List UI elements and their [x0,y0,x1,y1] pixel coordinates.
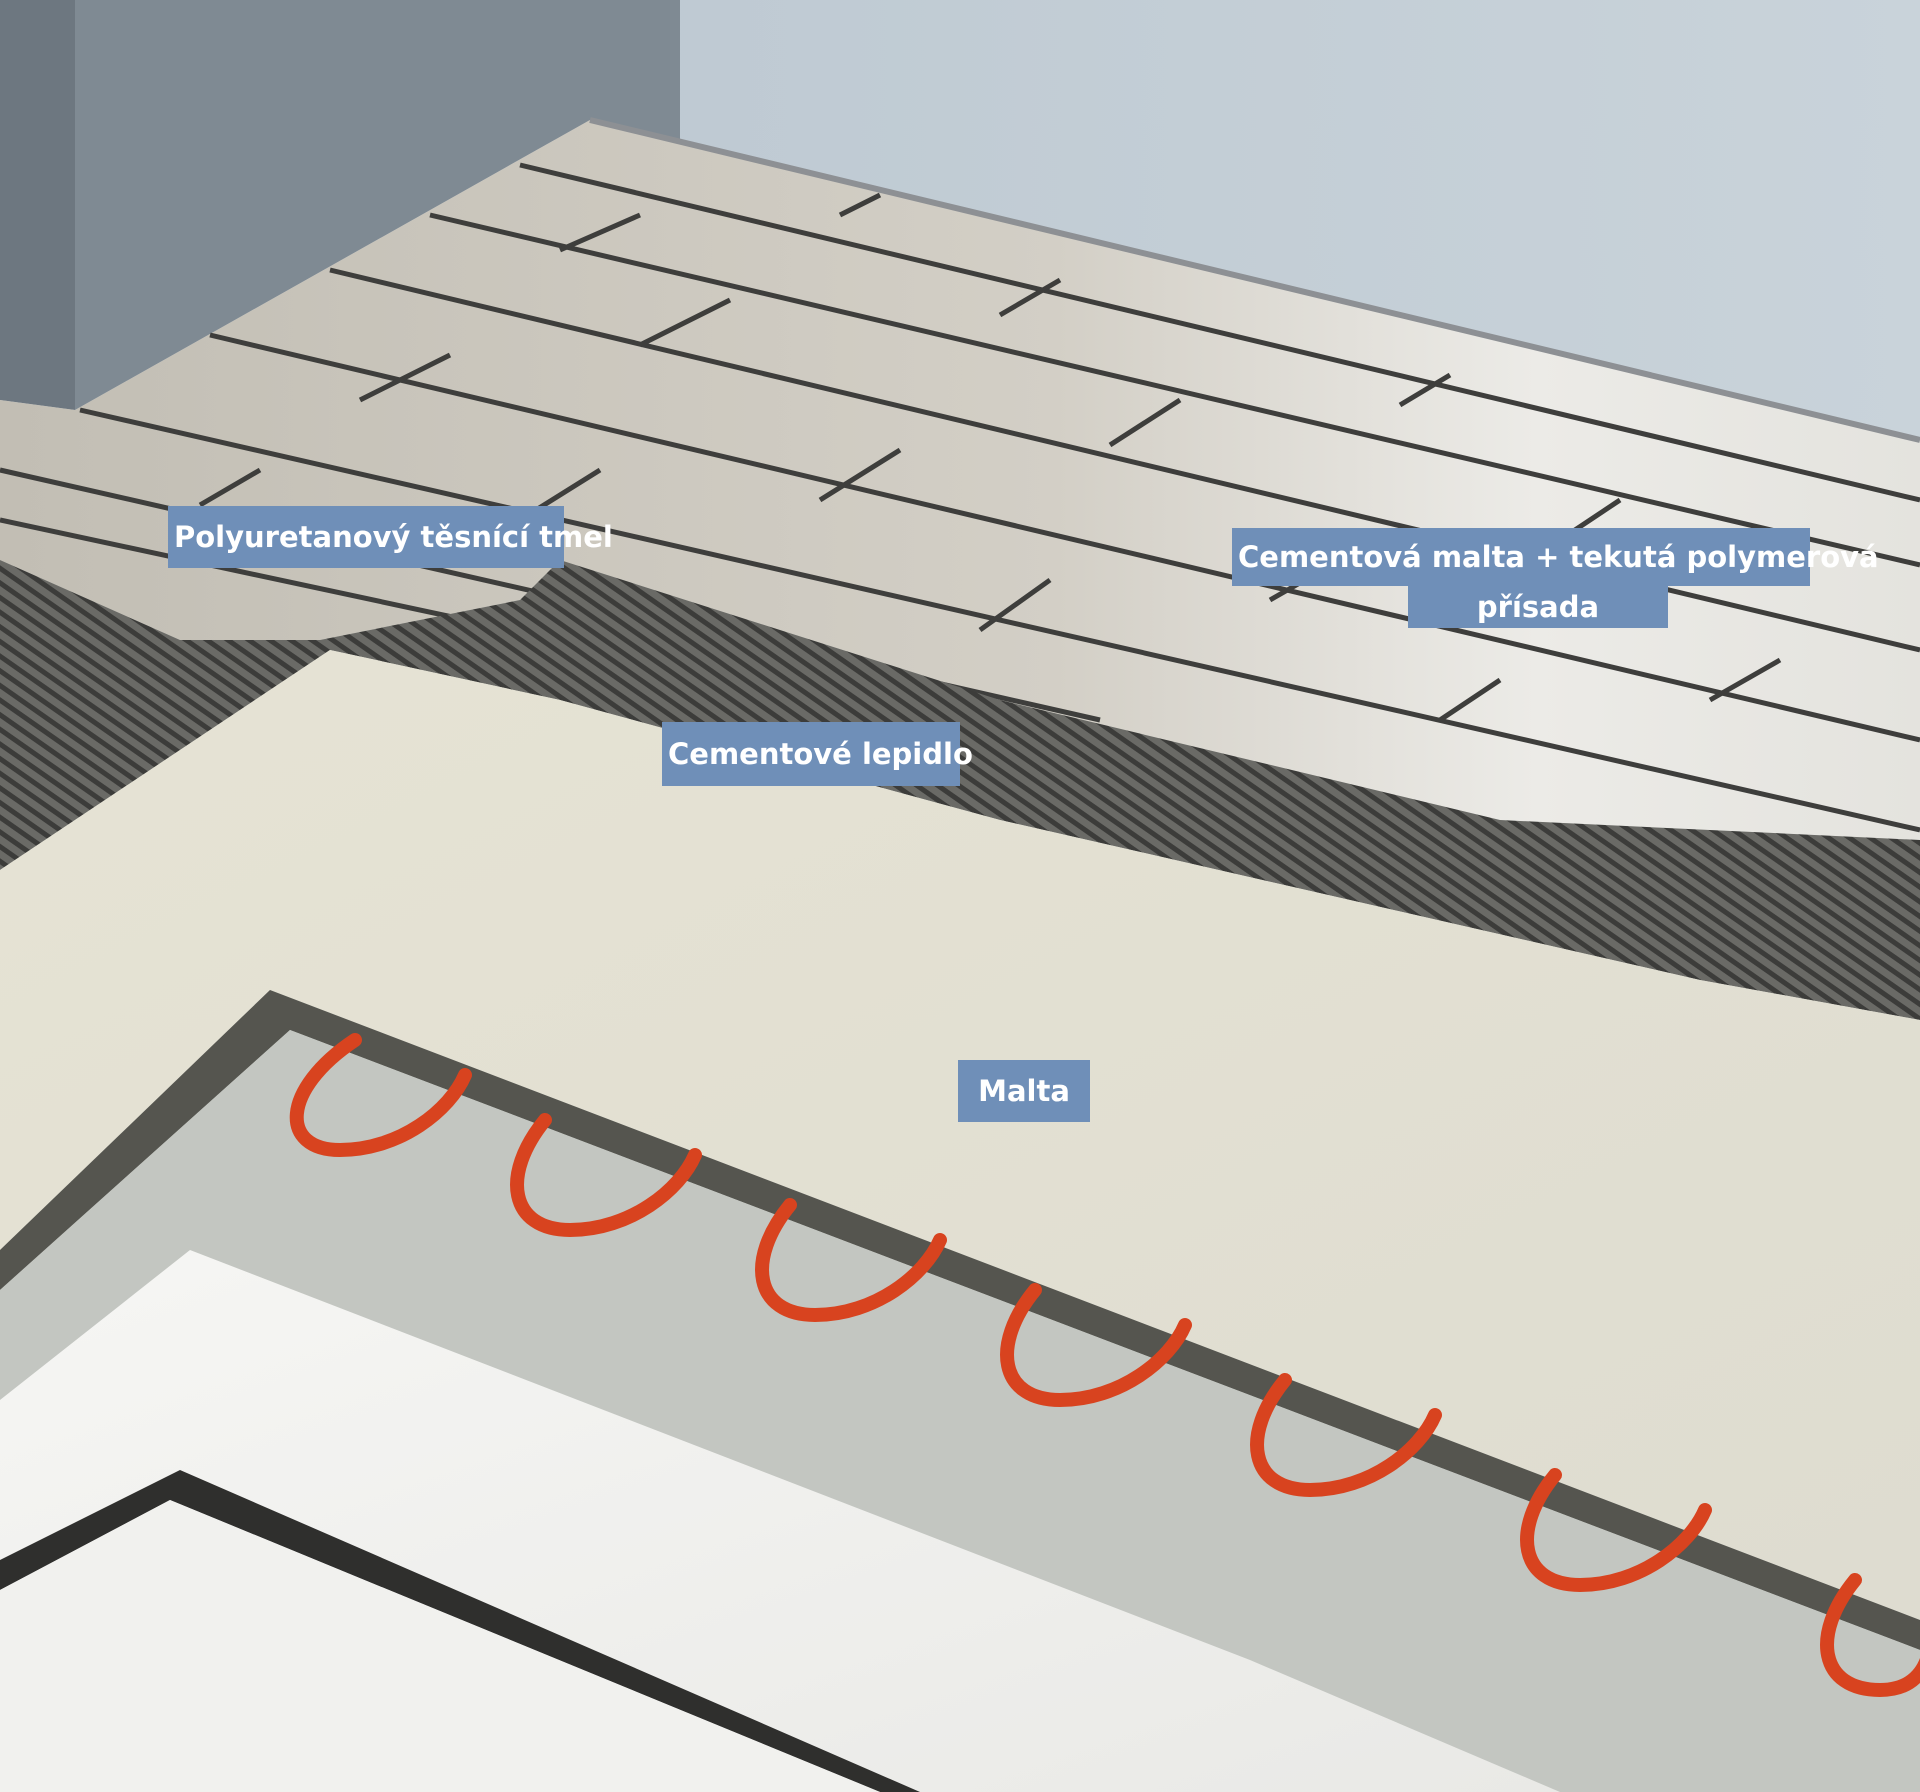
heating-cable [289,1033,1920,1698]
wall-pillar-front [0,0,75,410]
adhesive-layer [0,560,1920,1020]
insulation-lower [0,1500,880,1792]
label-mortar: Malta [958,1060,1090,1122]
label-cement-mortar-polymer-line1: Cementová malta + tekutá polymerová [1232,528,1879,586]
wall-pillar-side [75,0,680,410]
label-cement-adhesive: Cementové lepidlo [662,722,973,786]
label-cement-mortar-polymer-line2: přísada [1408,586,1668,628]
skirting-line [589,117,1920,443]
label-polyurethane-sealant: Polyuretanový těsnící tmel [168,506,613,568]
mortar-layer [0,650,1920,1620]
tile-floor [0,120,1920,840]
insulation-edge [0,1470,920,1792]
concrete-slab [0,1030,1920,1792]
tile-grout-lines [0,162,1920,833]
